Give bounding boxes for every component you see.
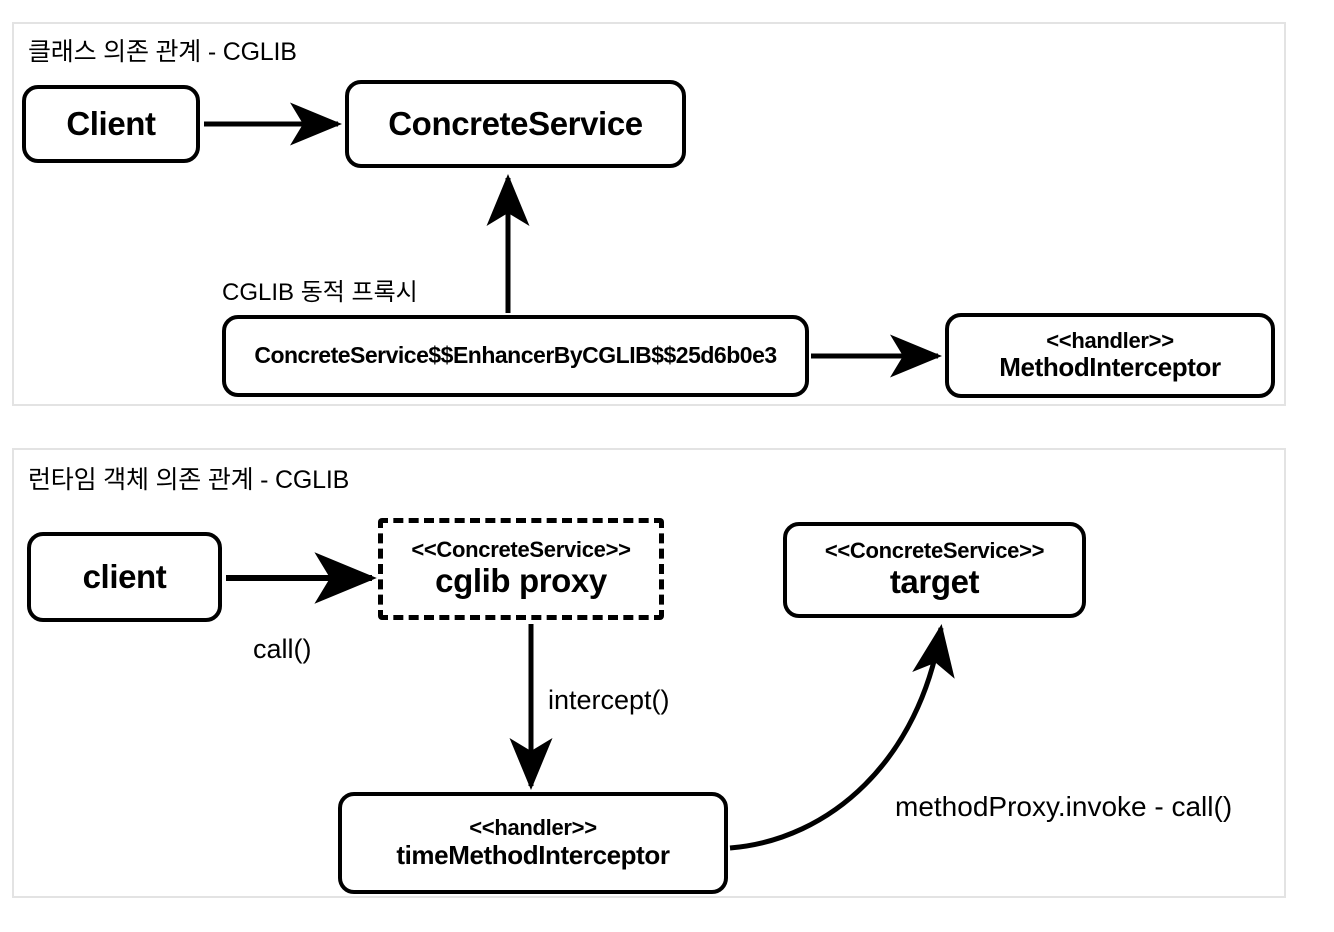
node-cglib-enhancer-class: ConcreteService$$EnhancerByCGLIB$$25d6b0… [222,315,809,397]
panel-class-title: 클래스 의존 관계 - CGLIB [28,38,297,66]
node-label: MethodInterceptor [999,352,1221,383]
node-concrete-service: ConcreteService [345,80,686,168]
node-label: client [82,557,167,595]
panel-runtime-title: 런타임 객체 의존 관계 - CGLIB [28,466,350,494]
node-client-class: Client [22,85,200,163]
node-label: Client [66,104,156,142]
node-method-interceptor: <<handler>> MethodInterceptor [945,313,1275,398]
cglib-proxy-caption: CGLIB 동적 프록시 [222,279,418,306]
node-cglib-proxy-runtime: <<ConcreteService>> cglib proxy [378,518,664,620]
node-stereotype: <<ConcreteService>> [824,538,1045,564]
node-label: timeMethodInterceptor [396,839,670,870]
node-label: ConcreteService [388,104,643,142]
edge-label-call: call() [253,634,312,664]
edge-label-method-proxy-invoke: methodProxy.invoke - call() [895,791,1233,822]
node-client-runtime: client [27,532,222,622]
edge-label-intercept: intercept() [548,685,670,715]
node-label: ConcreteService$$EnhancerByCGLIB$$25d6b0… [254,342,777,369]
node-label: target [889,562,980,600]
node-stereotype: <<handler>> [1046,327,1174,353]
node-stereotype: <<handler>> [469,815,597,841]
node-time-method-interceptor: <<handler>> timeMethodInterceptor [338,792,728,894]
node-target: <<ConcreteService>> target [783,522,1086,618]
node-label: cglib proxy [435,561,607,599]
node-stereotype: <<ConcreteService>> [411,537,631,563]
